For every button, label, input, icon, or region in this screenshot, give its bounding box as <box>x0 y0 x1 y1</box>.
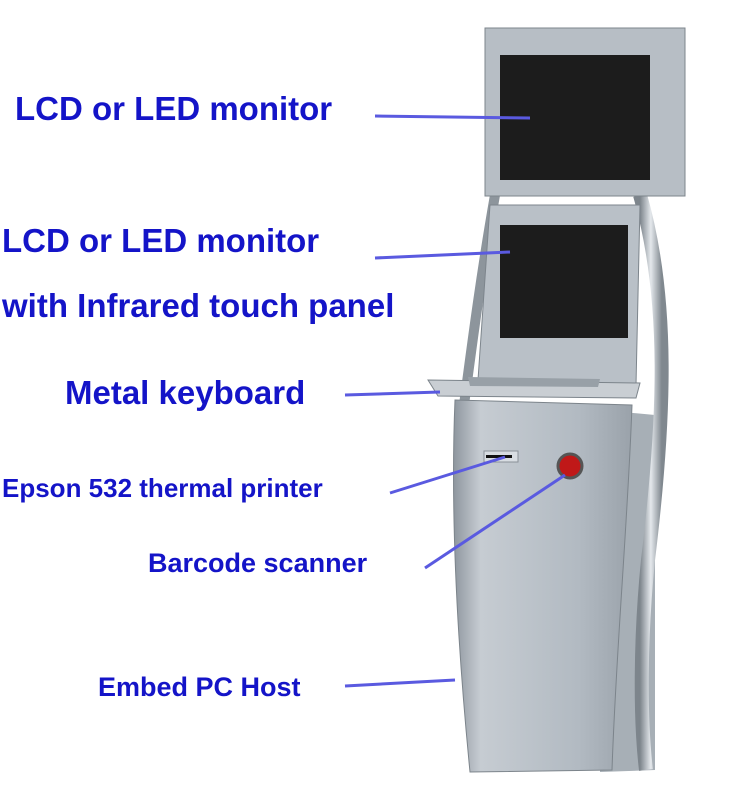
kiosk-body <box>452 399 633 773</box>
label-scanner: Barcode scanner <box>148 548 368 578</box>
leader-lines <box>344 114 566 688</box>
support-tube-right <box>633 193 669 771</box>
barcode-scanner-window <box>556 452 584 480</box>
leader-touch-monitor <box>374 250 511 260</box>
label-touch-monitor-line1: LCD or LED monitor <box>2 222 320 259</box>
leader-top-monitor <box>374 114 531 120</box>
touch-screen <box>500 225 628 338</box>
label-touch-monitor-line2: with Infrared touch panel <box>2 287 395 324</box>
leader-pc-host <box>344 678 456 688</box>
label-top-monitor: LCD or LED monitor <box>15 90 333 127</box>
leader-scanner <box>424 473 566 570</box>
leader-printer <box>389 455 506 495</box>
label-printer: Epson 532 thermal printer <box>2 473 323 503</box>
label-keyboard: Metal keyboard <box>65 374 306 411</box>
leader-keyboard <box>344 390 441 397</box>
label-pc-host: Embed PC Host <box>98 672 301 702</box>
